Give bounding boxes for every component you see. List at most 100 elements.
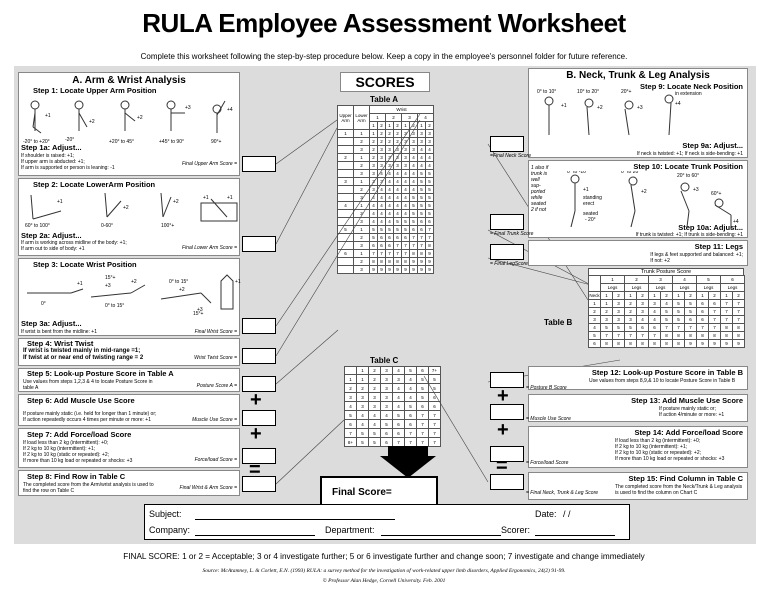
scorer-field[interactable] [535,535,615,536]
posture-a-score-box[interactable] [242,376,276,392]
wrist-arm-score-box[interactable] [242,476,276,492]
table-c-col-header: 7+ [428,366,441,375]
step3-title: Step 3: Locate Wrist Position [33,260,137,269]
department-label: Department: [325,525,375,535]
table-b-cell: 8 [660,339,673,348]
table-a-cell: 3 [409,145,418,154]
table-a-cell: 2 [393,129,402,138]
table-c-cell: 3 [380,392,393,402]
muscle-use-b-score-label: = Muscle Use Score [526,416,571,422]
table-c-cell: 3 [380,401,393,411]
table-b-cell: 3 [624,315,637,324]
table-a-cell: 5 [409,209,418,218]
table-a-cell: 4 [377,201,386,210]
leg-score-box[interactable] [490,244,524,260]
table-a-cell: 8 [385,257,394,266]
trunk-score-box[interactable] [490,214,524,230]
table-a-cell: 5 [417,209,426,218]
table-a-cell: 6 [401,233,410,242]
table-c-cell: 6 [416,401,429,411]
table-a-cell: 7 [409,241,418,250]
table-b-cell: 7 [636,331,649,340]
table-a-cell: 9 [401,265,410,274]
table-a-row-header [337,233,354,242]
table-b-row-header: 1 [588,299,601,308]
table-b-cell: 4 [660,299,673,308]
step6-title: Step 6: Add Muscle Use Score [27,396,135,405]
table-b-cell: 4 [648,315,661,324]
table-b-cell: 8 [720,331,733,340]
table-a-cell: 4 [401,185,410,194]
table-c-cell: 4 [356,410,369,420]
subject-field[interactable] [195,519,395,520]
table-a-cell: 2 [369,145,378,154]
wrist-figures: 0°15°++3+2 0° to 15°0° to 15°+2+315°++1+… [27,274,241,315]
table-b-cell: 3 [648,299,661,308]
step10-title: Step 10: Locate Trunk Position [633,162,743,171]
svg-text:+1: +1 [77,281,83,287]
company-field[interactable] [195,535,315,536]
table-a-row-header [337,265,354,274]
step10a-title: Step 10a: Adjust... [678,223,743,232]
muscle-use-a-score-box[interactable] [242,410,276,426]
table-c-cell: 2 [368,374,381,384]
table-a-cell: 8 [417,249,426,258]
upper-arm-score-box[interactable] [242,156,276,172]
wrist-arm-score-label: Final Wrist & Arm Score = [179,485,237,491]
step2a-note: If arm out to side of body: +1 [21,246,85,252]
table-a-cell: 9 [417,257,426,266]
force-load-b-score-box[interactable] [490,446,524,462]
final-score-legend: FINAL SCORE: 1 or 2 = Acceptable; 3 or 4… [123,552,645,561]
plus-sign: + [250,423,262,445]
muscle-use-b-score-box[interactable] [490,404,524,420]
wrist-score-box[interactable] [242,318,276,334]
svg-text:0° to 15°: 0° to 15° [105,303,124,309]
table-a-row-header: 1 [353,129,370,138]
table-b-cell: 2 [624,307,637,316]
table-a-row-header [337,193,354,202]
table-a-cell: 3 [417,129,426,138]
final-score-box[interactable]: Final Score= [320,476,438,506]
table-b-cell: 8 [648,339,661,348]
table-a-cell: 4 [417,153,426,162]
step14-title: Step 14: Add Force/load Score [634,428,744,437]
step2a-title: Step 2a: Adjust... [21,231,82,240]
step15-note: The completed score from the Neck/Trunk … [615,484,743,496]
trunk-note: trunk is [531,171,548,177]
table-c-cell: 4 [380,410,393,420]
posture-b-score-box[interactable] [490,372,524,388]
force-load-a-score-box[interactable] [242,448,276,464]
table-c-row-header: 3 [344,392,357,402]
posture-b-score-label: = Posture B Score [526,385,567,391]
table-c-cell: 3 [380,374,393,384]
table-b-cell: 5 [660,307,673,316]
department-field[interactable] [381,535,501,536]
table-a-cell: 5 [369,233,378,242]
step11-title: Step 11: Legs [694,242,743,251]
svg-text:+2: +2 [123,205,129,211]
trunk-note: while [531,195,543,201]
date-field[interactable]: / / [563,509,571,519]
neck-score-box[interactable] [490,136,524,152]
table-a-cell: 6 [409,225,418,234]
step10a-note: If trunk is twisted: +1; If trunk is sid… [635,232,743,238]
table-c-cell: 7 [428,419,441,429]
wrist-col-header: 2 [385,113,402,122]
date-label: Date: [535,509,557,519]
neck-trunk-leg-score-box[interactable] [490,474,524,490]
table-a-cell: 4 [393,201,402,210]
force-load-b-score-label: = Force/load Score [526,460,569,466]
table-a-row-header: 1 [353,225,370,234]
table-a-cell: 4 [417,161,426,170]
table-a-row-header: 2 [353,185,370,194]
table-a-cell: 4 [377,209,386,218]
wrist-twist-score-box[interactable] [242,348,276,364]
table-a-cell: 4 [409,161,418,170]
twist-col-header: 2 [377,121,386,130]
table-a-cell: 5 [377,225,386,234]
lower-arm-score-box[interactable] [242,236,276,252]
